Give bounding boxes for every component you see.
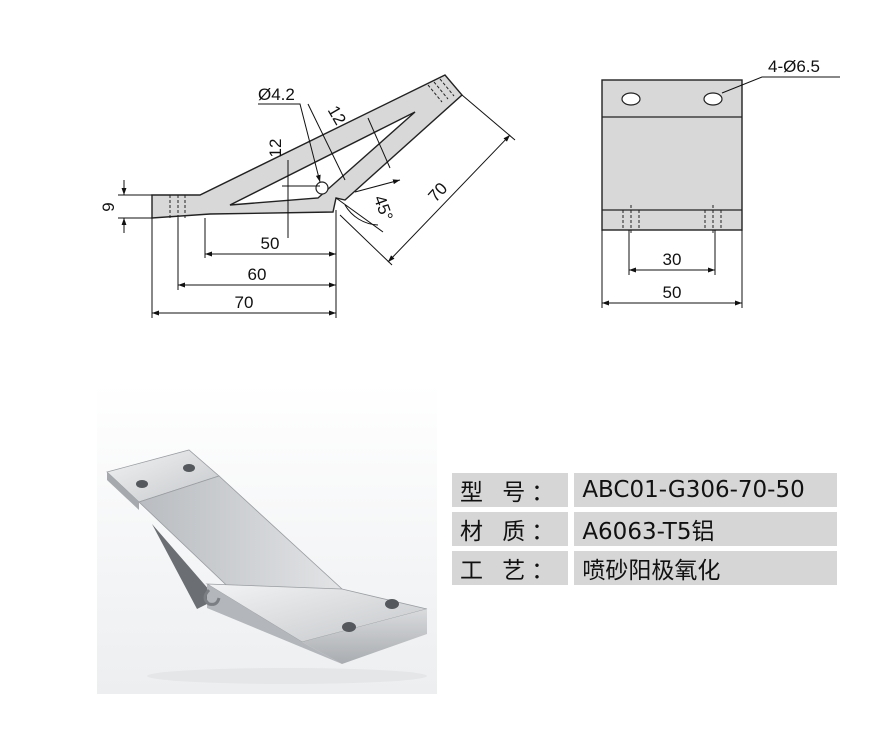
spec-value: ABC01-G306-70-50 [568,473,838,507]
spec-key: 工 艺： [452,551,569,585]
dim-width: 50 [663,283,682,302]
spec-key: 材 质： [452,512,569,546]
mount-hole-left [621,92,641,106]
bracket-cutout [229,111,416,206]
spec-value: A6063-T5铝 [568,512,838,546]
dim-mount-holes: 4-Ø6.5 [768,57,820,76]
technical-drawing: Ø4.2 12 12 9 45° 70 50 60 70 [99,57,840,318]
dim-slot-height: 12 [266,139,285,158]
bracket-profile [151,74,463,219]
dim-length-60: 60 [248,265,267,284]
dim-arm-length: 70 [425,179,452,206]
spec-row-process: 工 艺： 喷砂阳极氧化 [452,551,838,585]
spec-row-material: 材 质： A6063-T5铝 [452,512,838,546]
dim-hole-spacing: 30 [663,250,682,269]
mount-hole-right [703,92,723,106]
spec-table: 型 号： ABC01-G306-70-50 材 质： A6063-T5铝 工 艺… [452,468,838,590]
dim-length-70: 70 [235,293,254,312]
front-body [601,79,743,231]
side-view: Ø4.2 12 12 9 45° 70 50 60 70 [99,74,516,318]
spec-value: 喷砂阳极氧化 [568,551,838,585]
pin-hole [315,181,329,195]
dim-length-50: 50 [261,234,280,253]
dim-angle: 45° [370,193,397,224]
front-view: 4-Ø6.5 30 50 [601,57,840,308]
dim-hole-diameter: Ø4.2 [258,85,295,104]
product-photo [97,384,437,694]
spec-key: 型 号： [452,473,569,507]
dim-thickness: 9 [99,202,118,211]
spec-row-model: 型 号： ABC01-G306-70-50 [452,473,838,507]
